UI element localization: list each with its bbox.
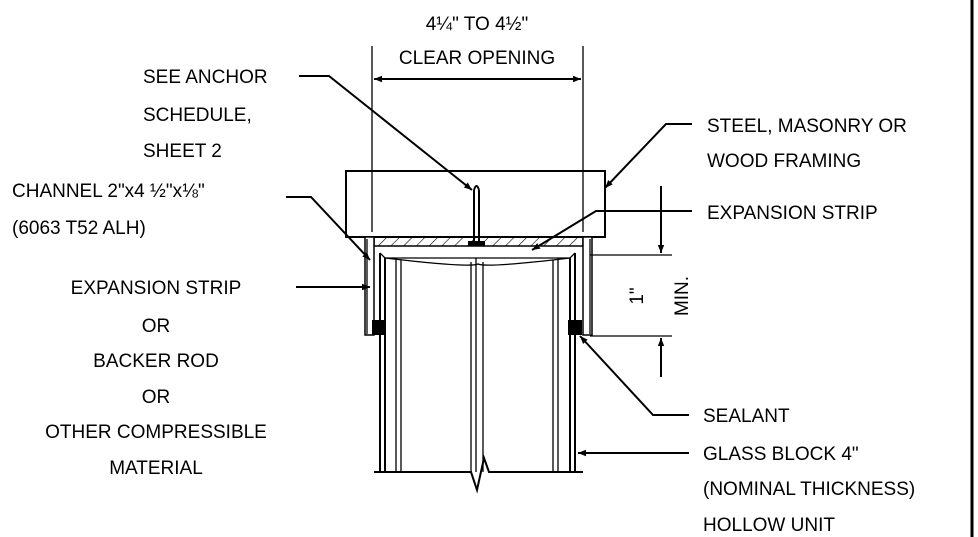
glass-block-label-3: HOLLOW UNIT xyxy=(703,515,835,536)
anchor-label-3: SHEET 2 xyxy=(143,141,222,162)
clear-opening-text: CLEAR OPENING xyxy=(399,48,555,69)
compressible-label-1: EXPANSION STRIP xyxy=(71,278,242,299)
sealant-callout: SEALANT xyxy=(579,335,790,427)
framing-member xyxy=(345,170,606,238)
glass-block-label-2: (NOMINAL THICKNESS) xyxy=(703,479,915,500)
clear-opening-dimension: 4¼" TO 4½" CLEAR OPENING xyxy=(371,14,584,232)
framing-label-2: WOOD FRAMING xyxy=(707,151,861,172)
channel-label-2: (6063 T52 ALH) xyxy=(12,218,146,239)
dim-min: MIN. xyxy=(672,276,693,316)
channel-callout: CHANNEL 2"x4 ½"x⅛" (6063 T52 ALH) xyxy=(12,181,371,261)
expansion-strip-top xyxy=(384,257,571,266)
compressible-label-3: BACKER ROD xyxy=(93,351,219,372)
one-inch-min-dimension: 1" MIN. xyxy=(590,186,693,377)
anchor-callout: SEE ANCHOR SCHEDULE, SHEET 2 xyxy=(143,67,473,191)
compressible-callout: EXPANSION STRIP OR BACKER ROD OR OTHER C… xyxy=(45,278,370,479)
compressible-label-6: MATERIAL xyxy=(109,458,203,479)
sealant-label: SEALANT xyxy=(703,406,790,427)
expansion-strip-label: EXPANSION STRIP xyxy=(707,203,878,224)
expansion-strip-callout: EXPANSION STRIP xyxy=(531,203,878,251)
dim-one-inch: 1" xyxy=(627,287,648,304)
compressible-label-4: OR xyxy=(142,387,171,408)
framing-callout: STEEL, MASONRY OR WOOD FRAMING xyxy=(604,116,907,189)
clear-opening-size: 4¼" TO 4½" xyxy=(426,14,529,35)
channel-label-1: CHANNEL 2"x4 ½"x⅛" xyxy=(12,181,205,202)
glass-block-label-1: GLASS BLOCK 4" xyxy=(703,444,859,465)
framing-label-1: STEEL, MASONRY OR xyxy=(707,116,907,137)
compressible-label-2: OR xyxy=(142,316,171,337)
glass-block-callout: GLASS BLOCK 4" (NOMINAL THICKNESS) HOLLO… xyxy=(578,444,915,536)
anchor-label-2: SCHEDULE, xyxy=(143,105,252,126)
anchor-label-1: SEE ANCHOR xyxy=(143,67,268,88)
compressible-label-5: OTHER COMPRESSIBLE xyxy=(45,422,267,443)
glass-block xyxy=(374,252,583,494)
